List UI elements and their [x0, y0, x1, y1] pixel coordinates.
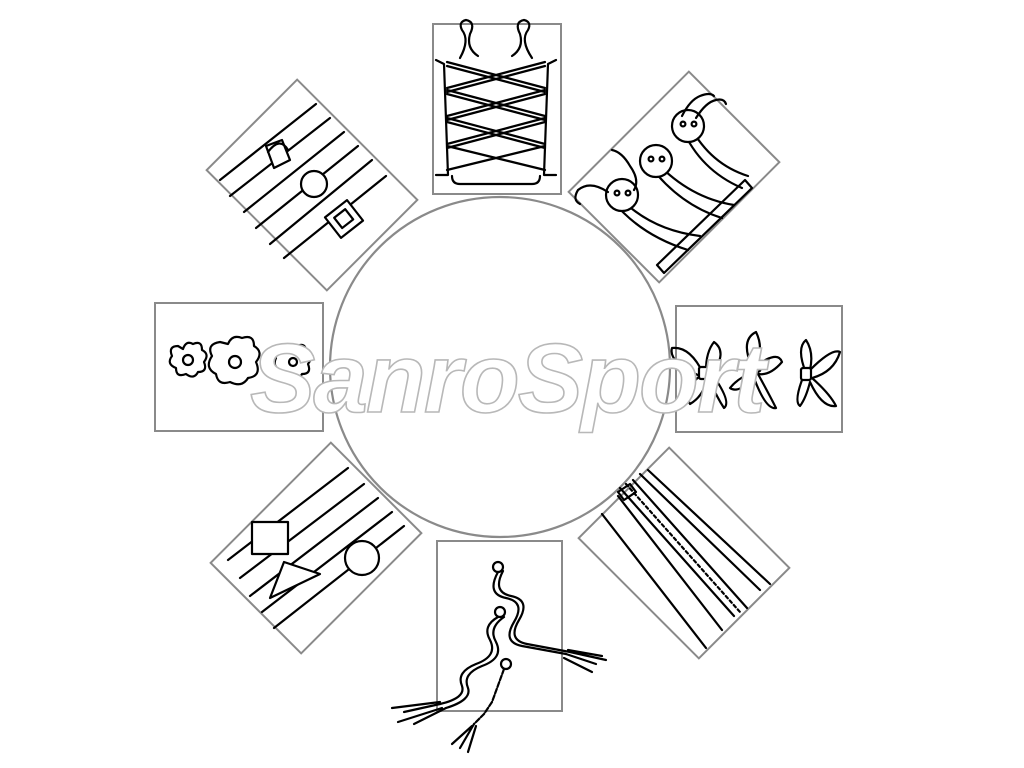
square-triangle-circle-icon: [226, 466, 406, 630]
panel-flowers: [154, 302, 324, 432]
zipper-icon: [600, 468, 772, 650]
tied-bows-icon: [670, 330, 842, 410]
panel-buckles: [205, 78, 419, 292]
shoelace-crisscross-icon: [434, 18, 558, 186]
belt-buckles-icon: [218, 102, 388, 260]
panel-bows: [670, 305, 843, 433]
center-circle: [328, 195, 672, 539]
panel-cords: [390, 540, 608, 754]
panel-buttons: [567, 70, 781, 284]
buttons-with-laces-icon: [574, 92, 754, 275]
flower-buttons-icon: [168, 335, 312, 386]
panel-shapes: [209, 441, 423, 655]
panel-lacing: [432, 18, 562, 195]
panel-zipper: [577, 446, 791, 660]
wavy-cords-icon: [390, 560, 608, 754]
